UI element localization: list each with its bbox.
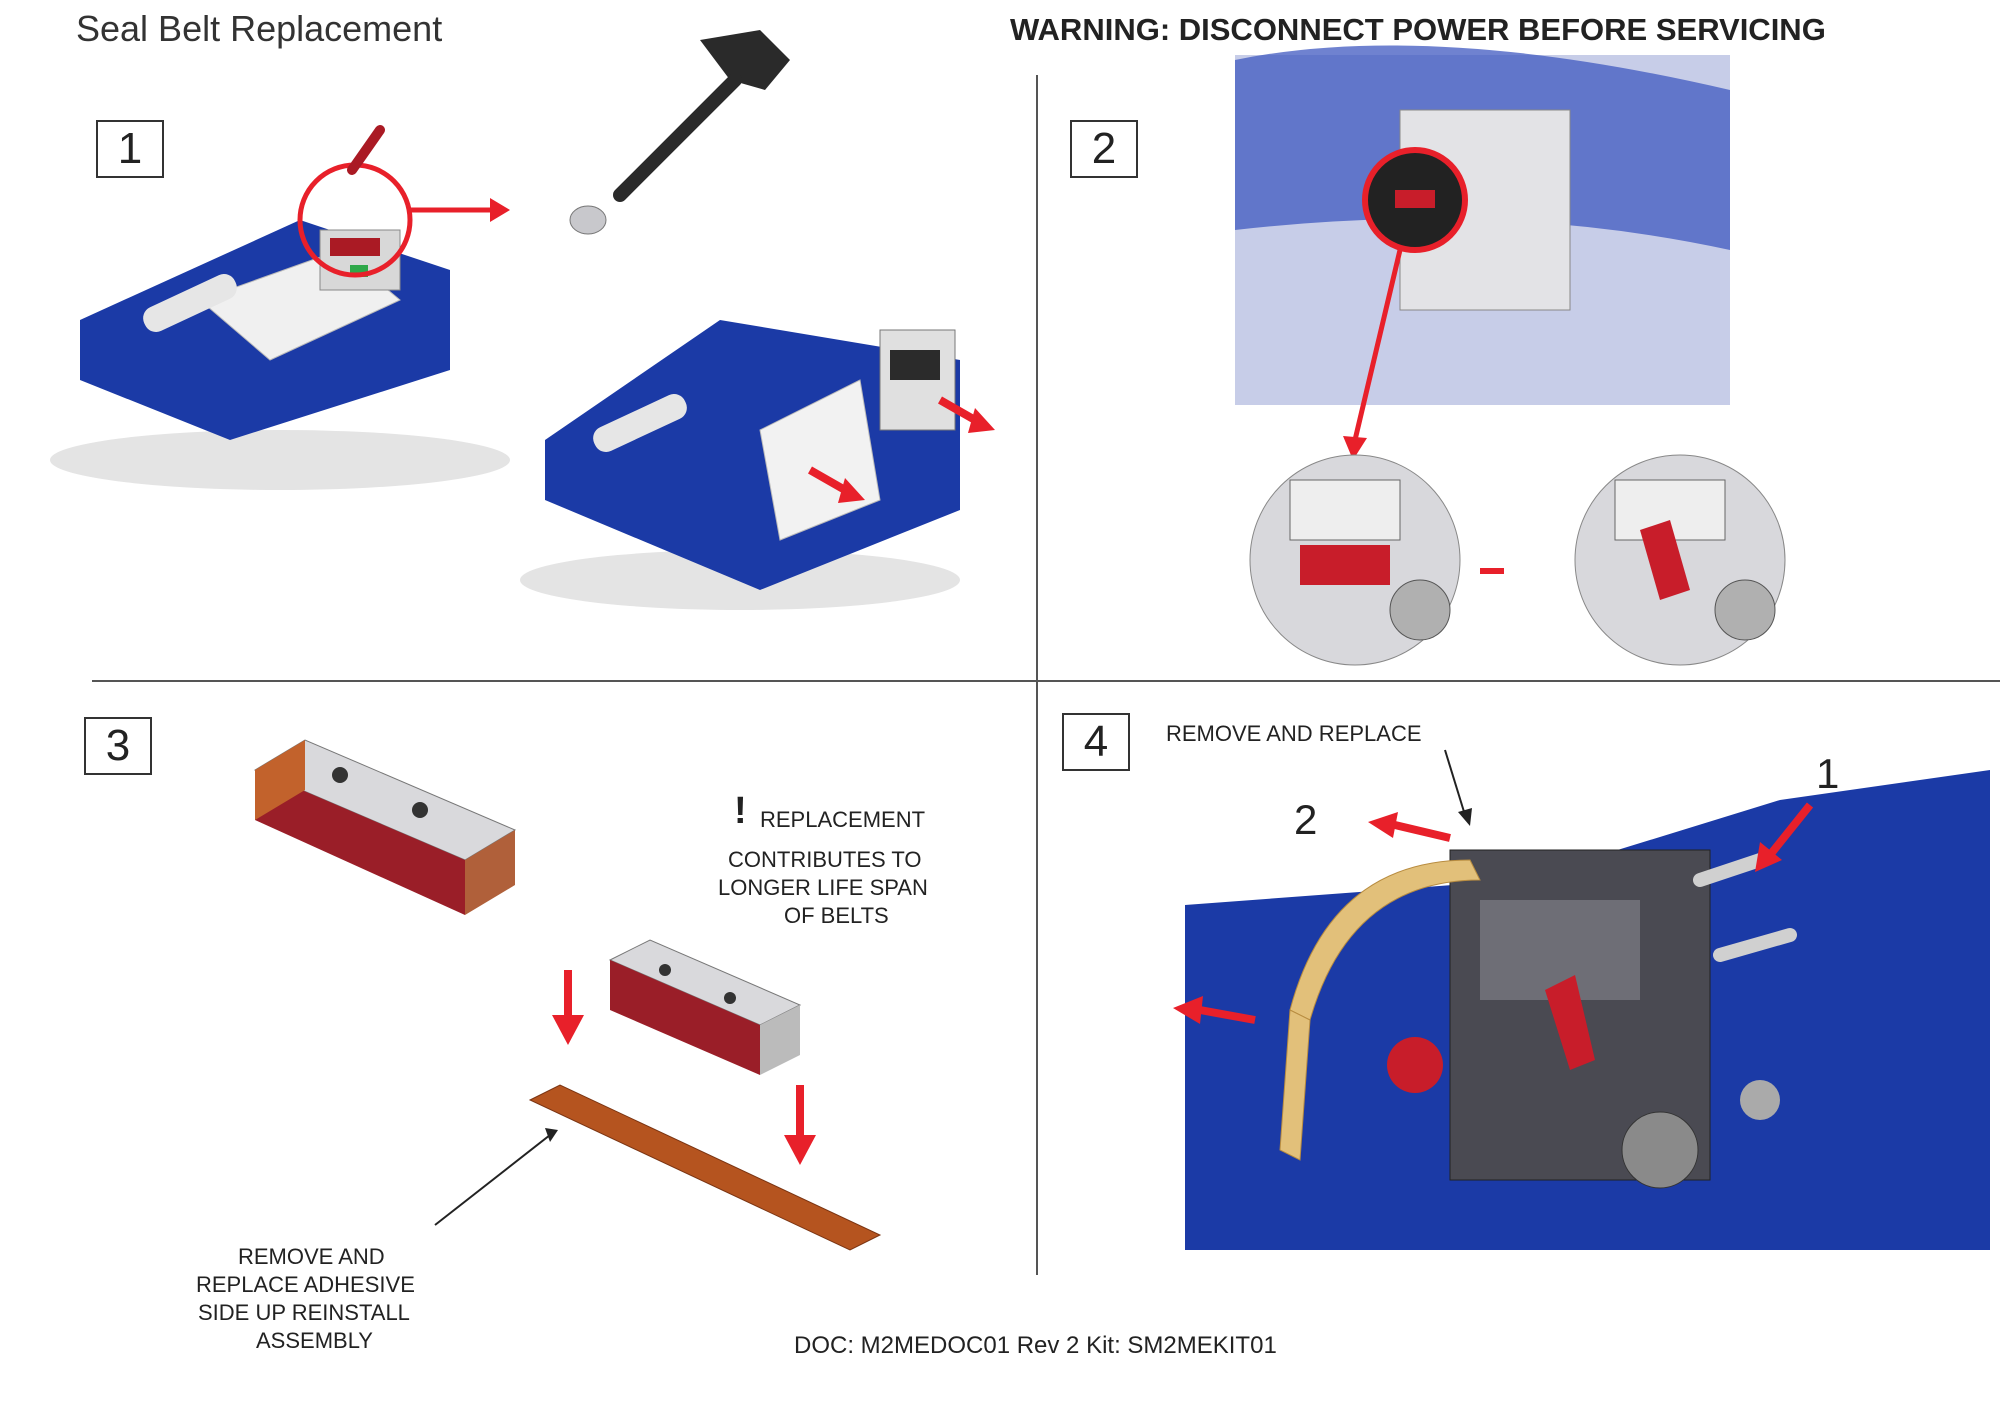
- seal-block-large: [253, 739, 517, 915]
- callout-line-2: REPLACE ADHESIVE: [196, 1272, 415, 1297]
- step-4-callout: REMOVE AND REPLACE: [1166, 721, 1422, 746]
- machine-body-closeup: [1185, 770, 1990, 1250]
- note-line-4: OF BELTS: [784, 903, 889, 928]
- callout-line-4: ASSEMBLY: [256, 1328, 373, 1353]
- document-footer: DOC: M2MEDOC01 Rev 2 Kit: SM2MEKIT01: [794, 1332, 1277, 1359]
- callout-line-3: SIDE UP REINSTALL: [198, 1300, 410, 1325]
- detail-circle-before: [1249, 454, 1461, 666]
- detail-circle-after: [1574, 454, 1786, 666]
- note-line-2: CONTRIBUTES TO: [728, 847, 922, 872]
- horizontal-divider: [92, 680, 2000, 682]
- page-title: Seal Belt Replacement: [76, 8, 443, 49]
- adhesive-strip: [528, 1084, 882, 1251]
- step-4-label-1: 1: [1816, 750, 1840, 797]
- seal-block-small: [608, 939, 802, 1075]
- dash-mark: [1480, 568, 1504, 574]
- note-line-3: LONGER LIFE SPAN: [718, 875, 928, 900]
- sealer-machine-closed: [50, 125, 510, 490]
- step-4-arrows: [1173, 749, 1814, 1024]
- callout-line-1: REMOVE AND: [238, 1244, 385, 1269]
- step-2-number: 2: [1070, 120, 1138, 178]
- mechanism-photo: [1235, 45, 1730, 405]
- warning-banner: WARNING: DISCONNECT POWER BEFORE SERVICI…: [1010, 12, 1826, 47]
- step-1-number: 1: [96, 120, 164, 178]
- sealer-machine-open: [520, 320, 995, 610]
- vertical-divider: [1036, 75, 1038, 1275]
- down-arrows: [552, 970, 816, 1165]
- screwdriver-icon: [569, 30, 790, 235]
- step-3-number: 3: [84, 717, 152, 775]
- step-4-number: 4: [1062, 713, 1130, 771]
- warning-exclamation: !: [734, 790, 747, 832]
- note-line-1: REPLACEMENT: [760, 807, 926, 832]
- step-4-label-2: 2: [1294, 796, 1318, 843]
